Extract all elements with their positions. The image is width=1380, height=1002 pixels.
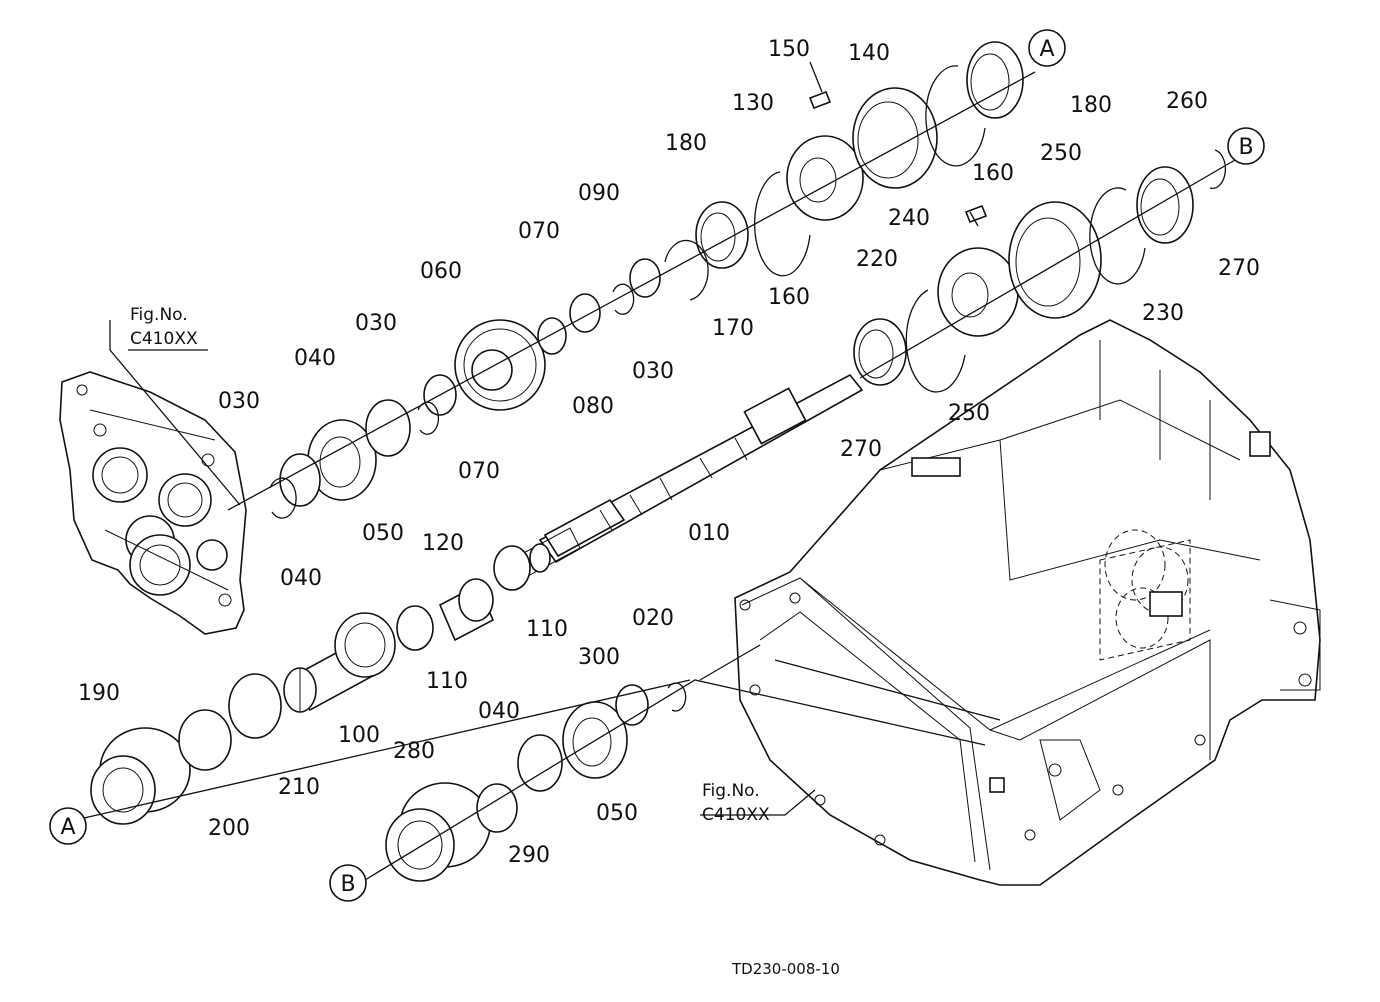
part-label-010: 010 [688,521,730,546]
part-label-120: 120 [422,531,464,556]
hub-220 [937,247,1019,337]
fig-ref-left-line1: Fig.No. [130,305,188,325]
part-number-labels: 150 140 180 130 260 180 250 160 090 240 … [78,37,1260,868]
ring-270-top [1136,166,1194,244]
fig-ref-right: Fig.No. C410XX [702,781,770,825]
part-label-270-top: 270 [1218,256,1260,281]
main-shaft-010 [519,373,864,576]
ref-label-a-bottom: A [49,807,87,845]
gear-060 [454,319,546,411]
part-label-130: 130 [732,91,774,116]
part-label-060: 060 [420,259,462,284]
part-label-030-b: 030 [632,359,674,384]
sleeve-140 [852,87,938,189]
sleeve-230 [1008,201,1102,319]
part-label-220: 220 [856,247,898,272]
part-label-210: 210 [278,775,320,800]
part-label-160-top: 160 [972,161,1014,186]
part-label-040-b: 040 [280,566,322,591]
part-label-050-bottom: 050 [596,801,638,826]
fig-ref-left-line2: C410XX [130,329,198,349]
part-label-040-a: 040 [294,346,336,371]
part-label-270-mid: 270 [840,437,882,462]
part-label-080: 080 [572,394,614,419]
part-label-280: 280 [393,739,435,764]
part-label-030-c: 030 [218,389,260,414]
part-label-050-top: 050 [362,521,404,546]
main-transmission-housing [734,319,1321,886]
washers-and-clips [228,149,1227,792]
hub-130 [786,135,864,221]
part-label-250-top: 250 [1040,141,1082,166]
ring-270-mid [853,318,907,386]
part-label-160-mid: 160 [768,285,810,310]
part-label-040-c: 040 [478,699,520,724]
ref-label-b-top: B [1227,127,1265,165]
ref-label-b-top-text: B [1238,135,1253,160]
leader-lines [83,61,1236,881]
gear-190 [90,727,191,825]
ref-label-b-bottom-text: B [340,872,355,897]
part-label-070-top: 070 [518,219,560,244]
part-label-230: 230 [1142,301,1184,326]
part-label-170: 170 [712,316,754,341]
part-label-190: 190 [78,681,120,706]
part-label-110-a: 110 [526,617,568,642]
gear-280 [385,782,491,882]
ring-180-top [966,41,1024,119]
needle-bearing-set [178,293,601,833]
part-label-180-top: 180 [1070,93,1112,118]
part-label-070-b: 070 [458,459,500,484]
keys-150-240 [808,90,988,224]
part-label-180-mid: 180 [665,131,707,156]
left-housing-cover [59,371,247,635]
figure-code: TD230-008-10 [731,960,840,978]
ref-label-a-bottom-text: A [60,815,75,840]
fig-ref-right-line2: C410XX [702,805,770,825]
spacer-120 [438,578,495,642]
part-label-090: 090 [578,181,620,206]
fig-ref-left: Fig.No. C410XX [128,305,208,351]
snap-rings [754,65,1146,393]
part-label-300: 300 [578,645,620,670]
part-label-140: 140 [848,41,890,66]
ref-label-a-top-text: A [1039,37,1054,62]
ref-label-b-bottom: B [329,864,367,902]
part-label-100: 100 [338,723,380,748]
fig-ref-right-line1: Fig.No. [702,781,760,801]
part-label-260: 260 [1166,89,1208,114]
part-label-290: 290 [508,843,550,868]
part-label-110-b: 110 [426,669,468,694]
part-label-240: 240 [888,206,930,231]
part-label-150: 150 [768,37,810,62]
counter-shaft-100 [283,612,396,713]
part-label-200: 200 [208,816,250,841]
part-label-250-mid: 250 [948,401,990,426]
part-label-020: 020 [632,606,674,631]
bearing-050-top [307,419,377,501]
ref-label-a-top: A [1028,29,1066,67]
part-label-030-a: 030 [355,311,397,336]
ring-180-mid [695,201,749,269]
